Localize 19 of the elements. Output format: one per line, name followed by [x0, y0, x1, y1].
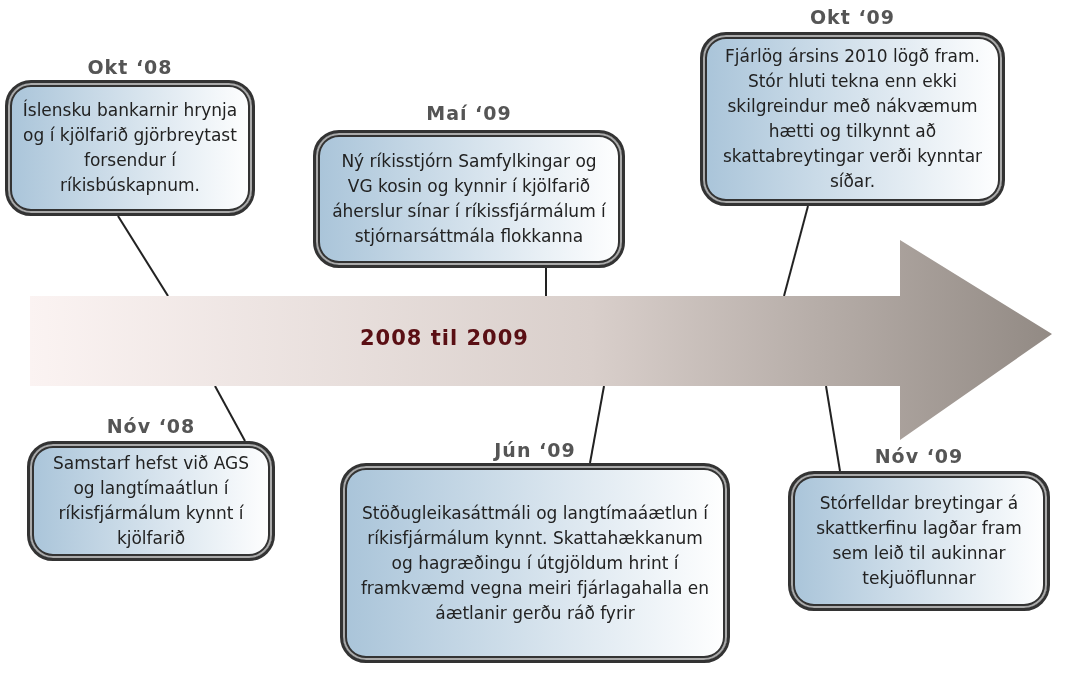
- date-heading: Nóv ‘09: [873, 445, 965, 467]
- date-heading: Okt ‘08: [86, 56, 174, 78]
- event-text: Stórfelldar breytingar á skattkerfinu lagðar fram sem leið til aukinnar tekjuöflunnar: [815, 492, 1023, 590]
- event-text: Stöðugleikasáttmáli og langtímaáætlun í ríkisfjármálum kynnt. Skattahækkanum og hagræðingu í útgjöldum hrint í framkvæmd vegna meiri fjárlagahalla en áætlanir gerðu ráð fyrir: [359, 501, 711, 625]
- leader-line: [589, 385, 605, 464]
- date-heading: Nóv ‘08: [105, 415, 197, 437]
- timeline-title: 2008 til 2009: [360, 326, 529, 350]
- leader-line: [783, 205, 809, 297]
- leader-line: [825, 385, 841, 472]
- event-text: Samstarf hefst við AGS og langtímaátlun í ríkisfjármálum kynnt í kjölfarið: [51, 452, 251, 550]
- leader-line: [214, 385, 246, 442]
- date-heading: Jún ‘09: [492, 439, 577, 461]
- date-heading: Okt ‘09: [808, 6, 897, 28]
- leader-line: [545, 267, 547, 297]
- event-text: Íslensku bankarnir hrynja og í kjölfarið gjörbreytast forsendur í ríkisbúskapnum.: [21, 98, 239, 197]
- event-text: Ný ríkisstjórn Samfylkingar og VG kosin og kynnir í kjölfarið áherslur sínar í ríkissfjármálum í stjórnarsáttmála flokkanna: [331, 150, 607, 248]
- event-text: Fjárlög ársins 2010 lögð fram. Stór hluti tekna enn ekki skilgreindur með nákvæmum hætti og tilkynnt að skattabreytingar verði kynntar síðar.: [721, 45, 984, 193]
- date-heading: Maí ‘09: [425, 102, 513, 124]
- leader-line: [117, 215, 169, 297]
